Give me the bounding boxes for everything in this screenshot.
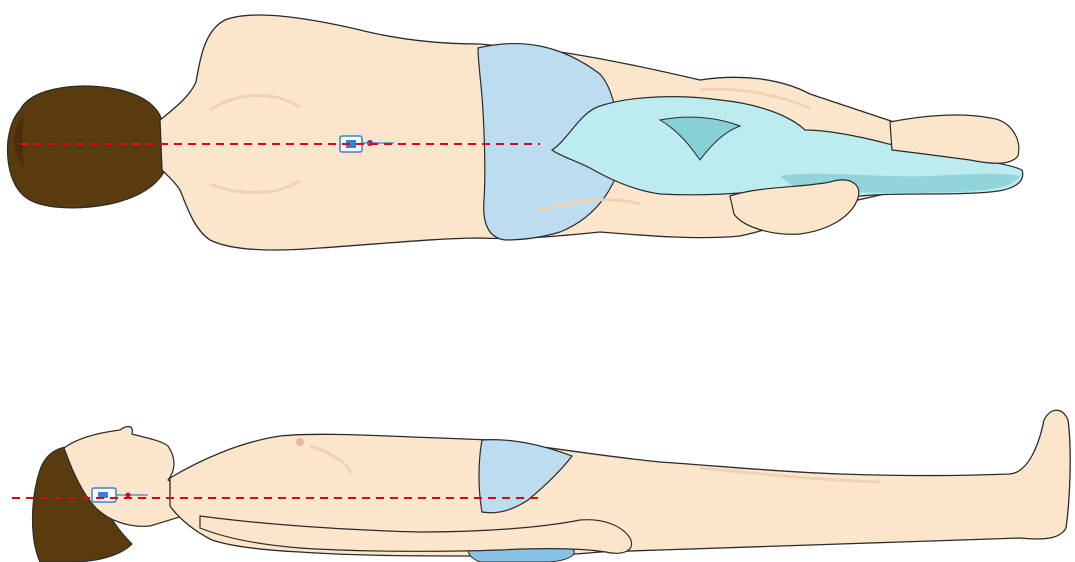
prone-head-hair: [8, 86, 166, 208]
supine-figure: [12, 410, 1070, 562]
prone-figure: [8, 15, 1023, 250]
supine-nipple: [296, 438, 304, 446]
